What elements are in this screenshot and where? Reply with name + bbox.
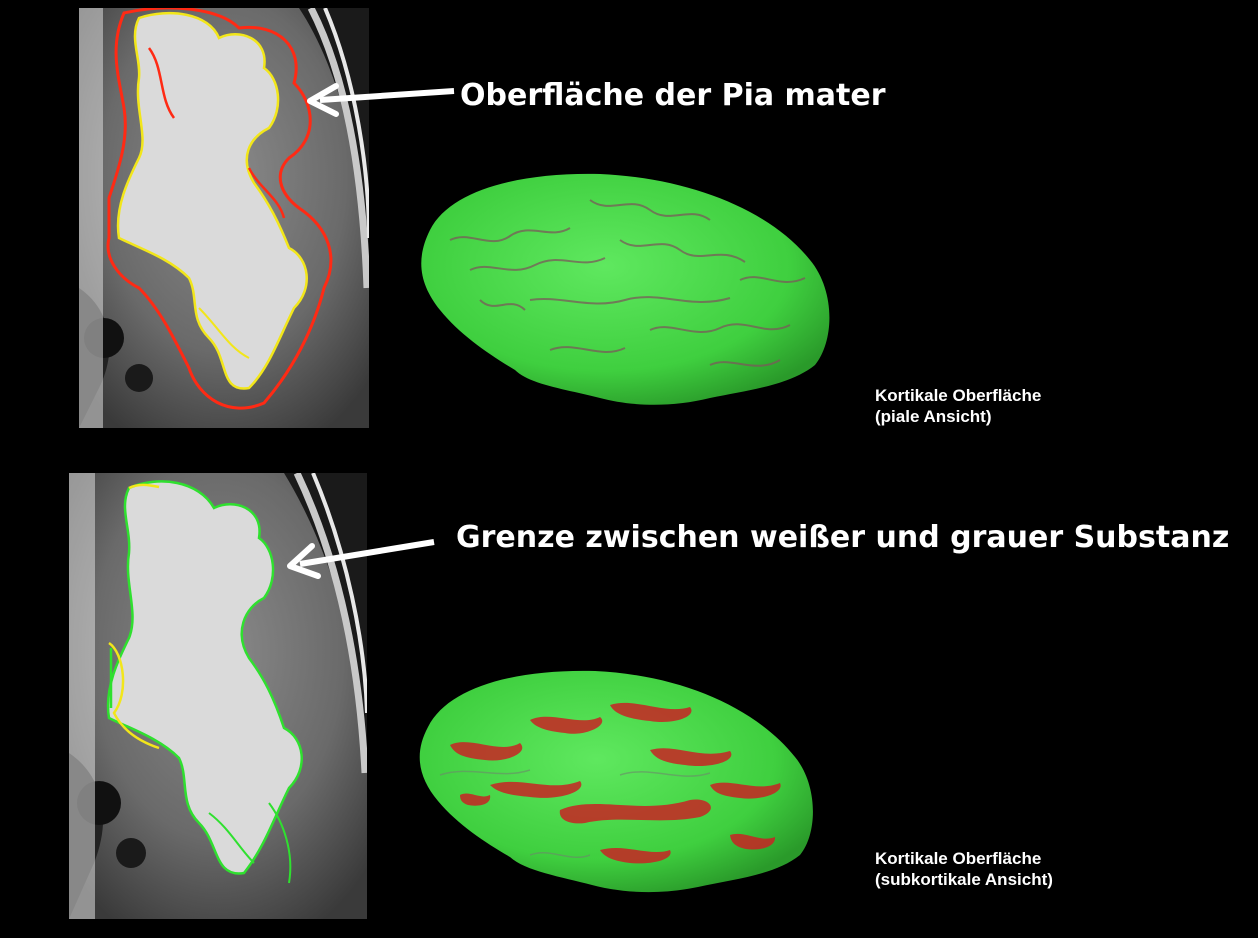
caption-pial-line1: Kortikale Oberfläche (875, 385, 1041, 406)
brain-surface-pial (410, 170, 840, 410)
arrow-icon (306, 78, 456, 122)
brain-surface-subcortical (410, 665, 820, 897)
caption-pial: Kortikale Oberfläche (piale Ansicht) (875, 385, 1041, 427)
caption-pial-line2: (piale Ansicht) (875, 406, 1041, 427)
caption-subcortical-line1: Kortikale Oberfläche (875, 848, 1053, 869)
caption-subcortical: Kortikale Oberfläche (subkortikale Ansic… (875, 848, 1053, 890)
pia-mater-label: Oberfläche der Pia mater (460, 78, 886, 113)
arrow-icon (286, 532, 436, 584)
mri-slice-pial (79, 8, 369, 428)
caption-subcortical-line2: (subkortikale Ansicht) (875, 869, 1053, 890)
white-grey-matter-label: Grenze zwischen weißer und grauer Substa… (456, 520, 1229, 555)
